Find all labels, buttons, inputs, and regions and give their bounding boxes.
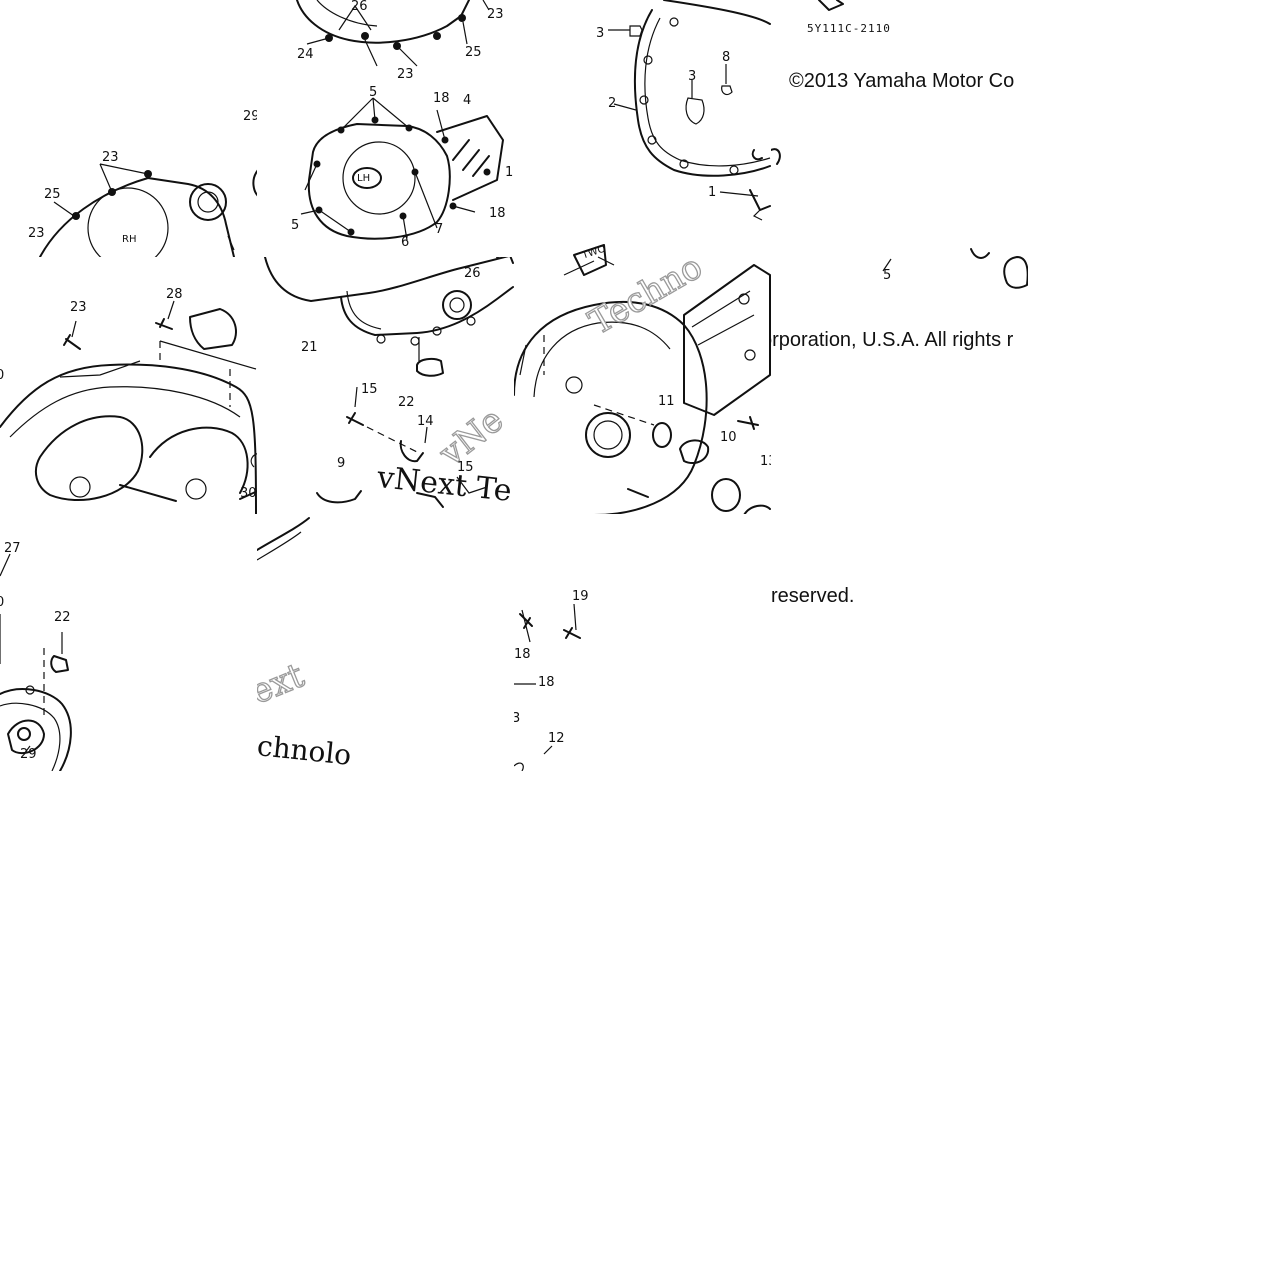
diagram-tile-center: vNe vNext Te 26 21 22 15 14 9 15	[257, 257, 514, 514]
diagram-tile-lower-right: 19 18 18 3 12	[514, 514, 771, 771]
callout-18b: 18	[489, 206, 506, 221]
callout-4: 4	[463, 93, 472, 108]
part-code: 5Y111C-2110	[807, 22, 891, 35]
part-fragment-drawing	[771, 0, 844, 165]
callout-11: 11	[505, 165, 514, 180]
callout-22: 22	[54, 610, 71, 625]
callout-18b: 18	[538, 675, 555, 690]
diagram-tile-crankcase: 23 28 0 8 30	[0, 257, 257, 514]
callout-26: 26	[351, 0, 368, 14]
callout-29: 29	[20, 747, 37, 762]
callout-27: 27	[4, 541, 21, 556]
fragment-drawing	[882, 248, 1028, 289]
gasket-drawing	[608, 0, 771, 221]
callout-13: 13	[760, 454, 771, 469]
callout-6: 6	[401, 235, 410, 250]
diagram-tile-copyright: 5Y111C-2110 ©2013 Yamaha Motor Co	[771, 0, 1028, 257]
callout-3: 3	[596, 26, 605, 41]
diagram-tile-top-middle: 26 23 24 25 23	[257, 0, 514, 80]
stator-cover-drawing	[514, 244, 771, 515]
callout-19: 19	[572, 589, 589, 604]
callout-29: 29	[243, 109, 257, 124]
callout-26: 26	[464, 266, 481, 281]
callout-7: 7	[435, 222, 444, 237]
callout-5: 5	[883, 268, 892, 283]
diagram-tile-lh-cover: 5 18 4 11 18 5 6 7 LH	[257, 80, 514, 257]
lh-cover-drawing	[300, 97, 504, 241]
center-gasket-drawing	[264, 257, 514, 508]
callout-3b: 3	[688, 69, 697, 84]
rh-cover-drawing	[39, 163, 257, 257]
callout-18: 18	[433, 91, 450, 106]
callout-23b: 23	[397, 67, 414, 80]
callout-11: 11	[658, 394, 675, 409]
copyright-line-1: ©2013 Yamaha Motor Co	[789, 70, 1015, 92]
callout-24: 24	[297, 47, 314, 62]
crankcase-drawing	[0, 300, 257, 514]
diagram-tile-copyright-2: orporation, U.S.A. All rights r	[771, 305, 1028, 375]
callout-28: 28	[166, 287, 183, 302]
callout-25: 25	[44, 187, 61, 202]
diagram-tile-copyright-3: reserved.	[771, 575, 1028, 615]
callout-1: 1	[708, 185, 717, 200]
lh-badge: LH	[357, 173, 371, 184]
diagram-tile-rh-cover: 29 23 25 23 RH	[0, 100, 257, 257]
callout-8: 8	[722, 50, 731, 65]
callout-23: 23	[487, 7, 504, 22]
callout-0: 0	[0, 595, 5, 610]
lower-left-drawing	[0, 553, 72, 771]
diagram-tile-right-fragment: 5	[771, 225, 1028, 305]
rh-badge: RH	[122, 234, 137, 245]
callout-21: 21	[301, 340, 318, 355]
callout-3: 3	[514, 711, 521, 726]
diagram-tile-lower-center: ext chnolo	[257, 514, 362, 771]
callout-25: 25	[465, 45, 482, 60]
callout-23b: 23	[28, 226, 45, 241]
callout-15: 15	[361, 382, 378, 397]
diagram-tile-gasket: 3 3 8 2 1	[514, 0, 771, 257]
callout-2: 2	[608, 96, 617, 111]
callout-9: 9	[337, 456, 346, 471]
callout-12: 12	[548, 731, 565, 746]
callout-0: 0	[0, 368, 5, 383]
lower-right-drawing	[514, 603, 581, 771]
diagram-tile-stator-cover: Techno 11 10 13 TWO	[514, 225, 771, 515]
copyright-line-2: orporation, U.S.A. All rights r	[771, 329, 1014, 351]
callout-30: 30	[240, 486, 257, 501]
callout-23: 23	[70, 300, 87, 315]
callout-14: 14	[417, 414, 434, 429]
callout-10: 10	[720, 430, 737, 445]
callout-23: 23	[102, 150, 119, 165]
callout-5: 5	[369, 85, 378, 100]
callout-18: 18	[514, 647, 531, 662]
cover-lower-edge-drawing	[296, 0, 490, 67]
callout-5b: 5	[291, 218, 300, 233]
diagram-tile-lower-left: 27 0 22 29	[0, 514, 257, 771]
lower-center-drawing	[257, 517, 310, 561]
callout-15b: 15	[457, 460, 474, 475]
copyright-line-3: reserved.	[771, 585, 855, 607]
callout-22: 22	[398, 395, 415, 410]
